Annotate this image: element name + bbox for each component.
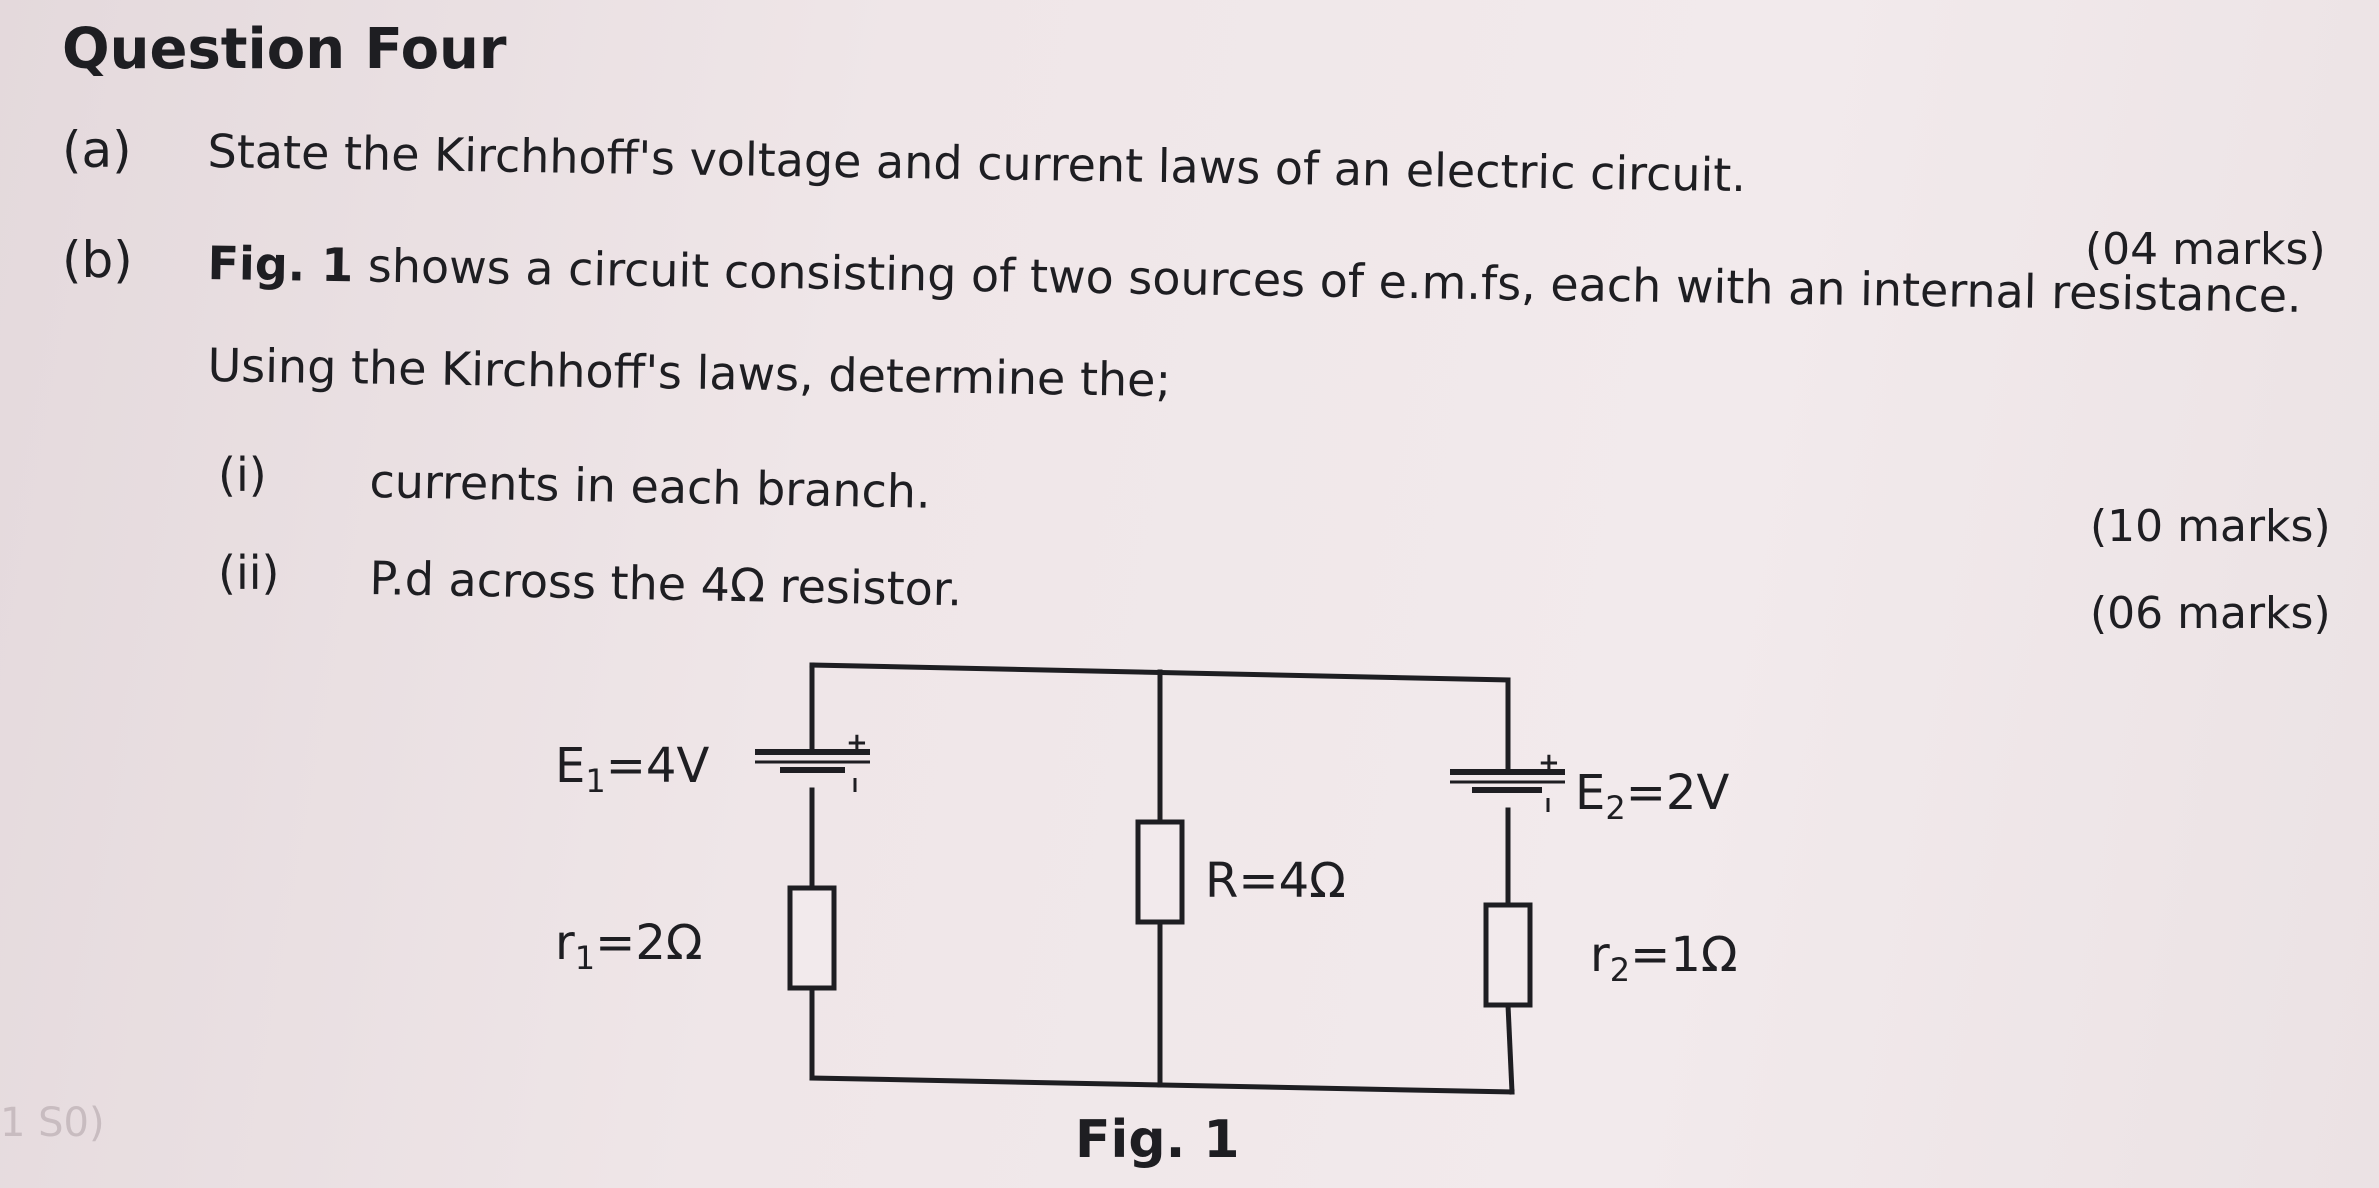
r-resistor <box>1135 819 1185 925</box>
bleed-through-text: 1 S0) <box>0 1100 105 1146</box>
question-title: Question Four <box>62 17 507 82</box>
sub-i-marks: (10 marks) <box>2090 501 2331 552</box>
part-a-label: (a) <box>62 121 132 179</box>
r1-resistor <box>787 885 837 991</box>
r2-label: r2=1Ω <box>1590 927 1738 989</box>
sub-ii-marks: (06 marks) <box>2090 588 2331 639</box>
sub-i-label: (i) <box>218 448 267 502</box>
sub-ii-label: (ii) <box>218 546 280 600</box>
r-label: R=4Ω <box>1205 853 1346 909</box>
part-b-label: (b) <box>62 231 133 289</box>
e1-plus-sign: + <box>846 728 868 758</box>
r1-label: r1=2Ω <box>555 915 703 977</box>
e1-label: E1=4V <box>555 738 710 800</box>
figure-caption: Fig. 1 <box>1075 1110 1240 1170</box>
r2-resistor <box>1483 902 1533 1008</box>
part-a-marks: (04 marks) <box>2085 224 2326 275</box>
e2-label: E2=2V <box>1575 765 1730 827</box>
e2-plus-sign: + <box>1538 748 1560 778</box>
right-wire-bot <box>1505 1002 1515 1095</box>
